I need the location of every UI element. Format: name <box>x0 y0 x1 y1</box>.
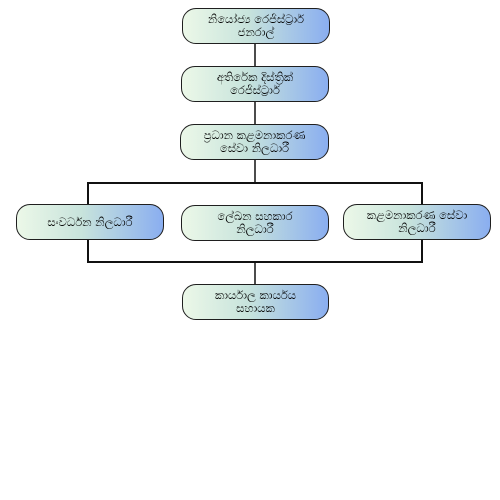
node-label: ලේඛන සහකාර නිලධාරී <box>217 210 292 236</box>
node-office-assistant[interactable]: කාර්යාල කාර්යය සහායක <box>182 284 329 320</box>
node-label-line2: නිලධාරී <box>398 221 436 235</box>
node-label: කාර්යාල කාර්යය සහායක <box>215 289 296 315</box>
node-label-line2: සහායක <box>236 301 275 315</box>
node-label-line2: සේවා නිලධාරී <box>219 141 290 155</box>
node-management-service-officer[interactable]: කළමනාකරණ සේවා නිලධාරී <box>343 204 491 240</box>
node-label: කළමනාකරණ සේවා නිලධාරී <box>367 209 468 235</box>
node-label: අතිරේක දිස්ත්‍රික් රෙජිස්ට්‍රාර් <box>217 71 293 97</box>
node-label-line1: නියෝජ්‍ය රෙජිස්ට්‍රාර් <box>207 12 305 26</box>
node-label-line1: සංවර්ධන නිලධාරී <box>47 214 133 229</box>
node-deputy-registrar-general[interactable]: නියෝජ්‍ය රෙජිස්ට්‍රාර් ජනරාල් <box>182 8 330 44</box>
node-label: සංවර්ධන නිලධාරී <box>47 214 133 229</box>
node-label: නියෝජ්‍ය රෙජිස්ට්‍රාර් ජනරාල් <box>208 13 304 39</box>
node-registry-assistant-officer[interactable]: ලේඛන සහකාර නිලධාරී <box>181 205 329 241</box>
node-development-officer[interactable]: සංවර්ධන නිලධාරී <box>16 204 164 240</box>
node-label-line2: රෙජිස්ට්‍රාර් <box>230 83 280 97</box>
node-label-line1: අතිරේක දිස්ත්‍රික් <box>216 70 294 84</box>
node-label-line2: ජනරාල් <box>237 25 275 39</box>
node-label: ප්‍රධාන කළමනාකරණ සේවා නිලධාරී <box>204 129 306 155</box>
node-label-line1: කාර්යාල කාර්යය <box>214 288 297 302</box>
node-chief-management-service-officer[interactable]: ප්‍රධාන කළමනාකරණ සේවා නිලධාරී <box>180 124 329 160</box>
node-additional-district-registrar[interactable]: අතිරේක දිස්ත්‍රික් රෙජිස්ට්‍රාර් <box>181 66 329 102</box>
node-label-line1: ප්‍රධාන කළමනාකරණ <box>203 128 306 142</box>
node-label-line1: කළමනාකරණ සේවා <box>366 208 468 222</box>
node-label-line2: නිලධාරී <box>236 222 274 236</box>
node-label-line1: ලේඛන සහකාර <box>217 209 293 223</box>
